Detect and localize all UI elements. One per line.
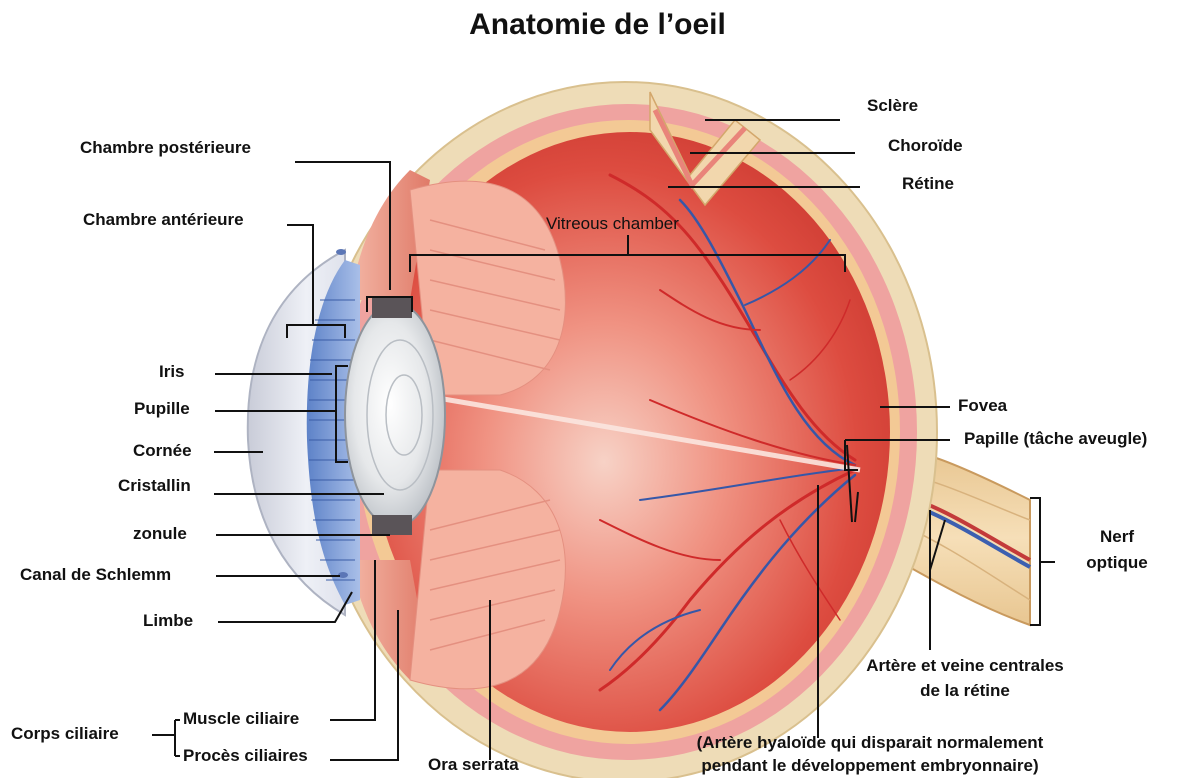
label-chambre-posterieure: Chambre postérieure (80, 138, 251, 158)
label-iris: Iris (159, 362, 185, 382)
label-muscle-ciliaire: Muscle ciliaire (183, 709, 299, 729)
label-nerf-optique-line1: Nerf (1062, 527, 1172, 547)
label-sclere: Sclère (867, 96, 918, 116)
label-artere-veine-line2: de la rétine (830, 681, 1100, 701)
label-artere-hyaloide-line2: pendant le développement embryonnaire) (640, 756, 1100, 776)
label-ora-serrata: Ora serrata (428, 755, 519, 775)
label-papille: Papille (tâche aveugle) (964, 429, 1147, 449)
label-canal-schlemm: Canal de Schlemm (20, 565, 171, 585)
label-artere-veine-line1: Artère et veine centrales (830, 656, 1100, 676)
label-artere-hyaloide-line1: (Artère hyaloïde qui disparait normaleme… (640, 733, 1100, 753)
label-nerf-optique-line2: optique (1062, 553, 1172, 573)
label-vitreous-chamber: Vitreous chamber (546, 214, 679, 234)
label-corps-ciliaire: Corps ciliaire (11, 724, 119, 744)
label-cristallin: Cristallin (118, 476, 191, 496)
label-zonule: zonule (133, 524, 187, 544)
label-retine: Rétine (902, 174, 954, 194)
label-fovea: Fovea (958, 396, 1007, 416)
label-pupille: Pupille (134, 399, 190, 419)
label-limbe: Limbe (143, 611, 193, 631)
label-cornee: Cornée (133, 441, 192, 461)
label-choroide: Choroïde (888, 136, 963, 156)
label-proces-ciliaires: Procès ciliaires (183, 746, 308, 766)
label-chambre-anterieure: Chambre antérieure (83, 210, 244, 230)
diagram-title: Anatomie de l’oeil (0, 8, 1195, 42)
